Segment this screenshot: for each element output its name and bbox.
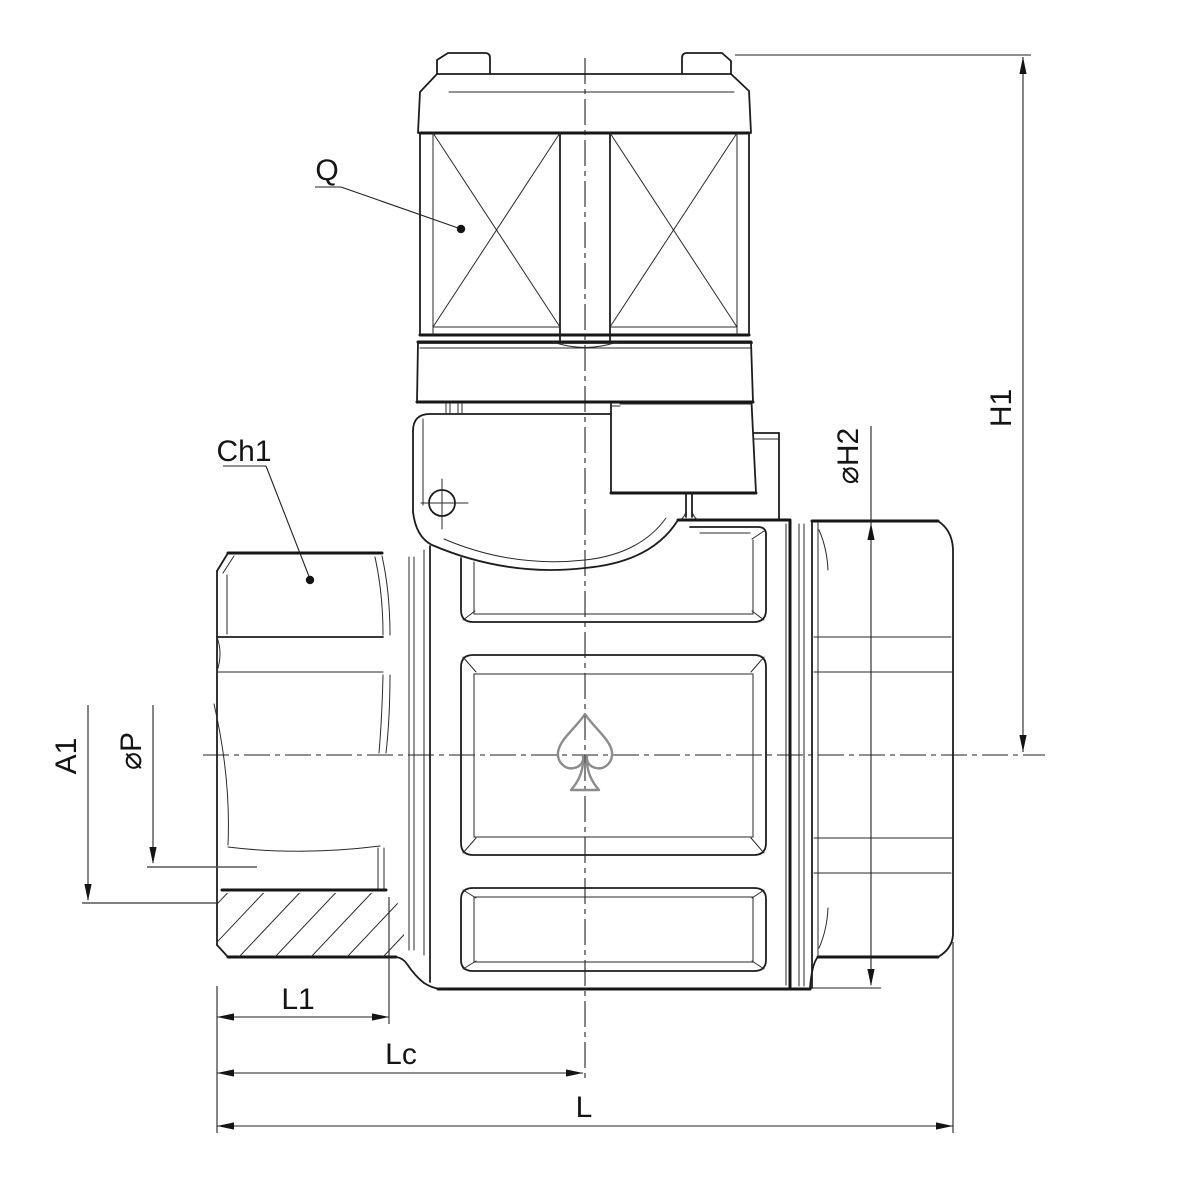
spade-logo-icon (556, 712, 614, 792)
valve-outline-thick (220, 131, 940, 991)
valve-detail-lines (213, 91, 953, 987)
dimension-lines (87, 54, 1031, 1133)
section-hatch (217, 893, 404, 957)
leader-dot (456, 224, 466, 234)
dim-label-l: L (576, 1091, 593, 1124)
dim-label-a1: A1 (50, 738, 83, 775)
dim-label-phi-p: ⌀P (115, 732, 148, 770)
leader-dot (305, 575, 315, 585)
dim-label-lc: Lc (385, 1038, 417, 1071)
dimension-arrows (84, 57, 1027, 1130)
centerlines (203, 58, 1045, 1078)
valve-outline (216, 52, 954, 990)
dim-label-l1: L1 (281, 983, 314, 1016)
leader-dots (305, 224, 466, 585)
dim-label-ch1: Ch1 (216, 435, 271, 468)
dimension-extension-lines (82, 866, 257, 904)
dim-label-h1: H1 (985, 389, 1018, 427)
dim-label-q: Q (315, 154, 338, 187)
dim-label-phi-h2: ⌀H2 (832, 428, 865, 484)
